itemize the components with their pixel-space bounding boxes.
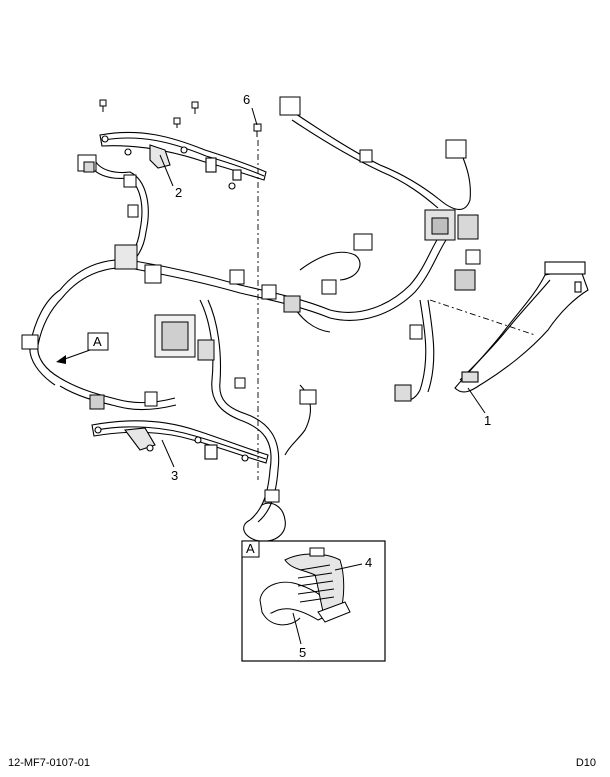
- harness-clip-illustration: [259, 547, 351, 626]
- loose-bolts: [99, 99, 262, 137]
- detail-box-label: A: [246, 541, 255, 556]
- callout-3: 3: [171, 468, 178, 483]
- detail-inset-a: A: [241, 540, 386, 662]
- harness-connectors: [21, 96, 481, 503]
- callout-leaders: [159, 107, 486, 468]
- figure-id: 12-MF7-0107-01: [8, 757, 90, 769]
- sheet-reference: D10: [575, 757, 596, 769]
- alignment-lines: [257, 140, 536, 480]
- callout-4: 4: [365, 555, 372, 570]
- detail-marker-a: A: [56, 332, 109, 364]
- lower-harness-bracket: [91, 420, 269, 464]
- detail-marker-label: A: [93, 334, 102, 349]
- callout-5: 5: [299, 645, 306, 660]
- harness-cover-part-1: [454, 261, 589, 393]
- callout-6: 6: [243, 92, 250, 107]
- upper-harness-bracket: [99, 131, 267, 190]
- callout-2: 2: [175, 185, 182, 200]
- callout-1: 1: [484, 413, 491, 428]
